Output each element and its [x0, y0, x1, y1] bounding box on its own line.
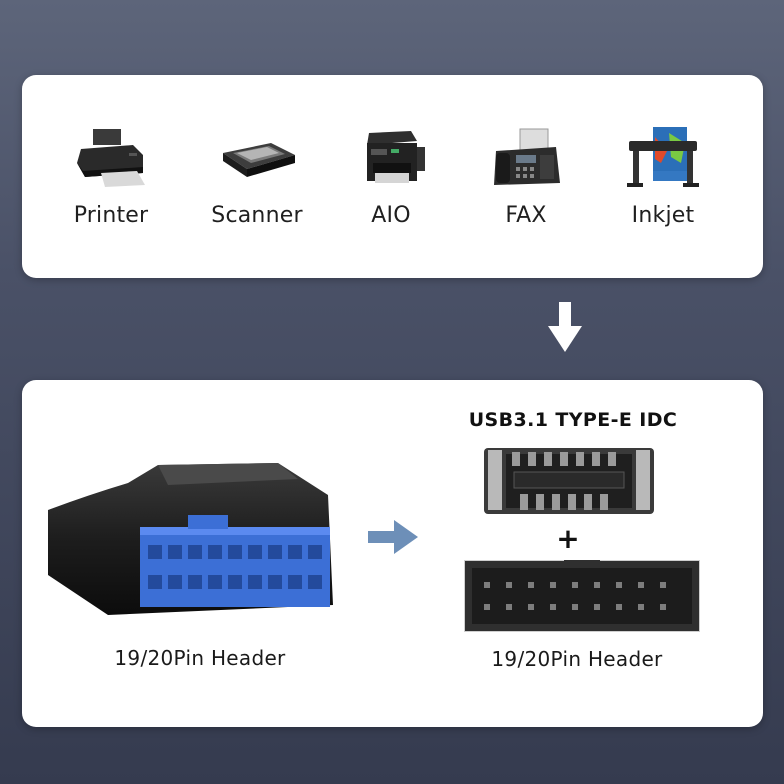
- right-connector-label: 19/20Pin Header: [491, 647, 663, 671]
- device-label: Scanner: [211, 203, 303, 228]
- type-e-idc-connector-image: [484, 448, 654, 514]
- device-scanner: Scanner: [192, 75, 322, 278]
- aio-printer-icon: [367, 131, 425, 183]
- inkjet-plotter-icon: [627, 127, 699, 187]
- device-fax: FAX: [461, 75, 591, 278]
- pin-header-image: [464, 560, 700, 632]
- left-connector-label: 19/20Pin Header: [114, 646, 286, 670]
- device-label: Inkjet: [631, 203, 695, 228]
- arrow-down-icon: [548, 302, 582, 352]
- device-printer: Printer: [46, 75, 176, 278]
- device-label: Printer: [73, 203, 149, 228]
- usb-header-cable-image: [48, 463, 333, 615]
- device-aio: AIO: [326, 75, 456, 278]
- arrow-right-icon: [368, 520, 418, 554]
- scanner-icon: [223, 143, 295, 177]
- fax-machine-icon: [494, 128, 560, 185]
- printer-icon: [77, 129, 145, 187]
- device-inkjet: Inkjet: [598, 75, 728, 278]
- device-label: AIO: [371, 203, 411, 228]
- device-label: FAX: [505, 203, 547, 228]
- idc-connector-title: USB3.1 TYPE-E IDC: [468, 409, 678, 431]
- device-list-card: Printer Scanner AIO: [22, 75, 763, 278]
- plus-sign: +: [556, 522, 580, 555]
